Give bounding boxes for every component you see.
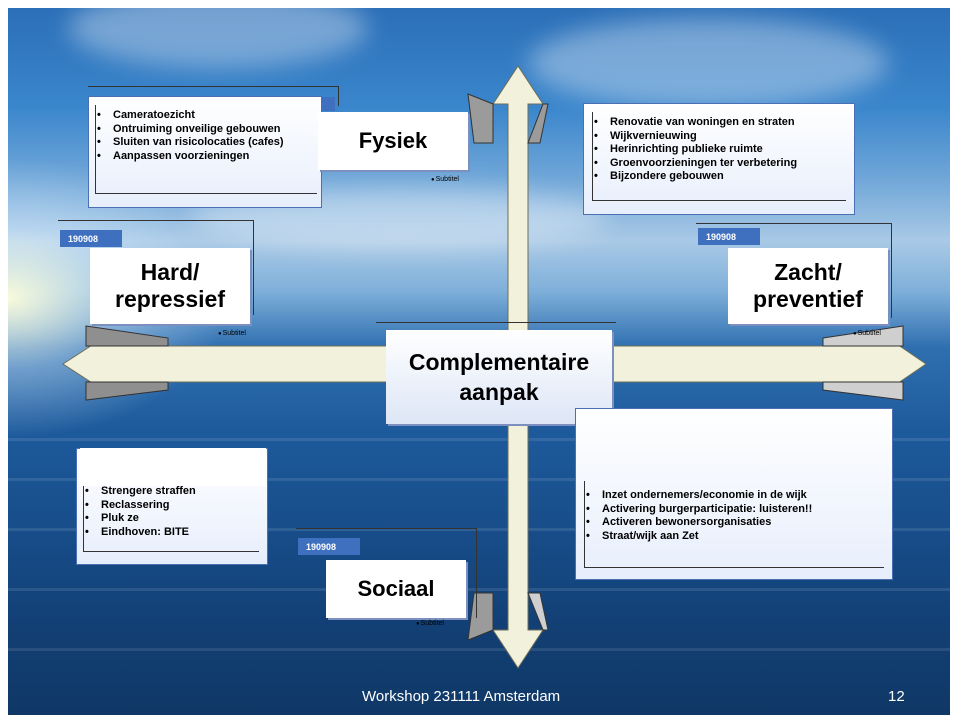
bottom-left-list: Strengere straffen Reclassering Pluk ze …	[83, 485, 196, 539]
footer-text: Workshop 231111 Amsterdam	[362, 688, 561, 705]
list-item: Renovatie van woningen en straten	[592, 116, 797, 130]
top-right-list-box: Renovatie van woningen en straten Wijkve…	[583, 103, 855, 215]
divider	[592, 200, 846, 201]
page-number: 12	[888, 688, 905, 705]
list-item: Sluiten van risicolocaties (cafes)	[95, 136, 284, 150]
arrow-shade	[527, 103, 549, 144]
fysiek-subtitle: Subtitel	[431, 176, 459, 183]
arrow-shade	[822, 381, 904, 401]
bottom-right-list-box: Inzet ondernemers/economie in de wijk Ac…	[575, 408, 893, 580]
divider	[376, 322, 616, 323]
sociaal-title: Sociaal	[326, 560, 466, 618]
divider	[338, 86, 339, 106]
divider	[891, 223, 892, 318]
divider	[476, 528, 477, 618]
divider	[83, 551, 259, 552]
zacht-tag: 190908	[698, 228, 760, 245]
divider	[58, 220, 253, 221]
wave	[8, 588, 950, 591]
list-item: Strengere straffen	[83, 485, 196, 499]
divider	[584, 481, 585, 567]
slide-background: Cameratoezicht Ontruiming onveilige gebo…	[8, 8, 950, 715]
list-overlay	[80, 448, 266, 486]
bottom-right-list: Inzet ondernemers/economie in de wijk Ac…	[584, 489, 812, 543]
list-item: Inzet ondernemers/economie in de wijk	[584, 489, 812, 503]
wave	[8, 528, 950, 531]
divider	[253, 220, 254, 315]
top-left-list-box: Cameratoezicht Ontruiming onveilige gebo…	[88, 96, 335, 208]
divider	[592, 112, 593, 200]
divider	[584, 567, 884, 568]
list-item: Wijkvernieuwing	[592, 130, 797, 144]
arrow-shade	[527, 592, 549, 631]
wave	[8, 478, 950, 481]
hard-tag: 190908	[60, 230, 122, 247]
top-left-list: Cameratoezicht Ontruiming onveilige gebo…	[95, 109, 284, 163]
list-item: Groenvoorzieningen ter verbetering	[592, 157, 797, 171]
zacht-subtitle: Subtitel	[853, 330, 881, 337]
arrow-shade	[467, 592, 494, 641]
list-item: Eindhoven: BITE	[83, 526, 196, 540]
list-item: Cameratoezicht	[95, 109, 284, 123]
wave	[8, 438, 950, 441]
wave	[8, 648, 950, 651]
arrow-shade	[85, 381, 169, 401]
divider	[83, 479, 84, 551]
sociaal-tag: 190908	[298, 538, 360, 555]
list-item: Activering burgerparticipatie: luisteren…	[584, 503, 812, 517]
arrow-shade	[467, 93, 494, 144]
list-item: Straat/wijk aan Zet	[584, 530, 812, 544]
list-item: Bijzondere gebouwen	[592, 170, 797, 184]
center-title: Complementaire aanpak	[386, 330, 612, 424]
list-item: Ontruiming onveilige gebouwen	[95, 123, 284, 137]
top-right-list: Renovatie van woningen en straten Wijkve…	[592, 116, 797, 184]
hard-title: Hard/ repressief	[90, 248, 250, 324]
divider	[95, 105, 96, 193]
arrow-shade	[85, 325, 169, 347]
divider	[95, 193, 317, 194]
fysiek-title: Fysiek	[318, 112, 468, 170]
list-item: Aanpassen voorzieningen	[95, 150, 284, 164]
divider	[296, 528, 476, 529]
list-item: Pluk ze	[83, 512, 196, 526]
list-item: Activeren bewonersorganisaties	[584, 516, 812, 530]
sociaal-subtitle: Subtitel	[416, 620, 444, 627]
zacht-title: Zacht/ preventief	[728, 248, 888, 324]
divider	[88, 86, 338, 87]
list-item: Reclassering	[83, 499, 196, 513]
list-item: Herinrichting publieke ruimte	[592, 143, 797, 157]
hard-subtitle: Subtitel	[218, 330, 246, 337]
box-tag	[321, 97, 335, 111]
divider	[696, 223, 891, 224]
cloud	[528, 18, 888, 108]
